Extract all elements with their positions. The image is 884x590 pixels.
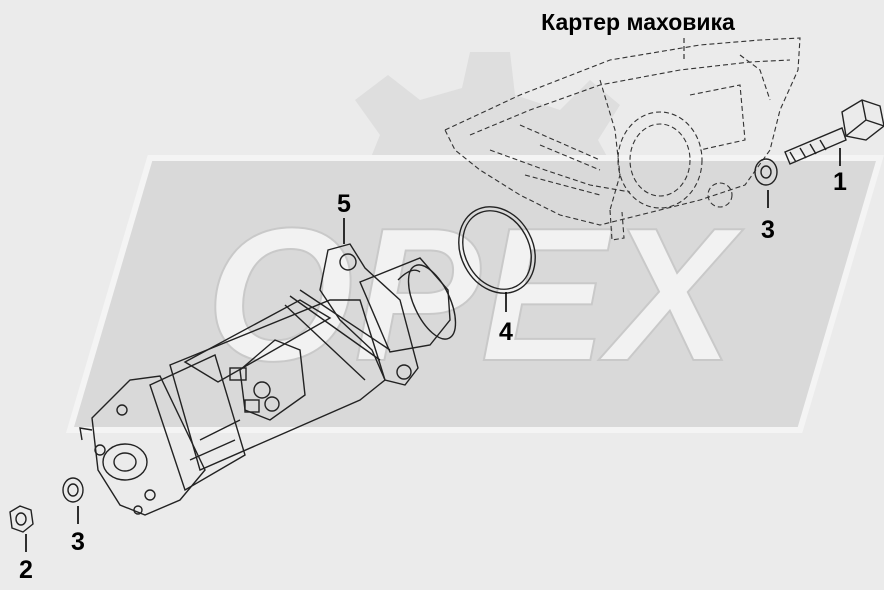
bolt bbox=[784, 99, 884, 165]
watermark: OPEX bbox=[65, 52, 884, 433]
callout-3-right: 3 bbox=[761, 216, 775, 244]
callout-2: 2 bbox=[19, 556, 33, 584]
nut bbox=[9, 505, 34, 533]
housing-label: Картер маховика bbox=[541, 9, 735, 35]
washer-right bbox=[754, 158, 778, 186]
watermark-text: OPEX bbox=[206, 189, 744, 401]
watermark-badge bbox=[65, 155, 884, 433]
callout-1: 1 bbox=[833, 168, 847, 196]
callout-4: 4 bbox=[499, 318, 513, 346]
flywheel-housing bbox=[444, 37, 801, 241]
callout-3-left: 3 bbox=[71, 528, 85, 556]
o-ring bbox=[458, 206, 536, 294]
callout-5: 5 bbox=[337, 190, 351, 218]
washer-left bbox=[62, 477, 84, 503]
starter-motor bbox=[79, 243, 457, 516]
